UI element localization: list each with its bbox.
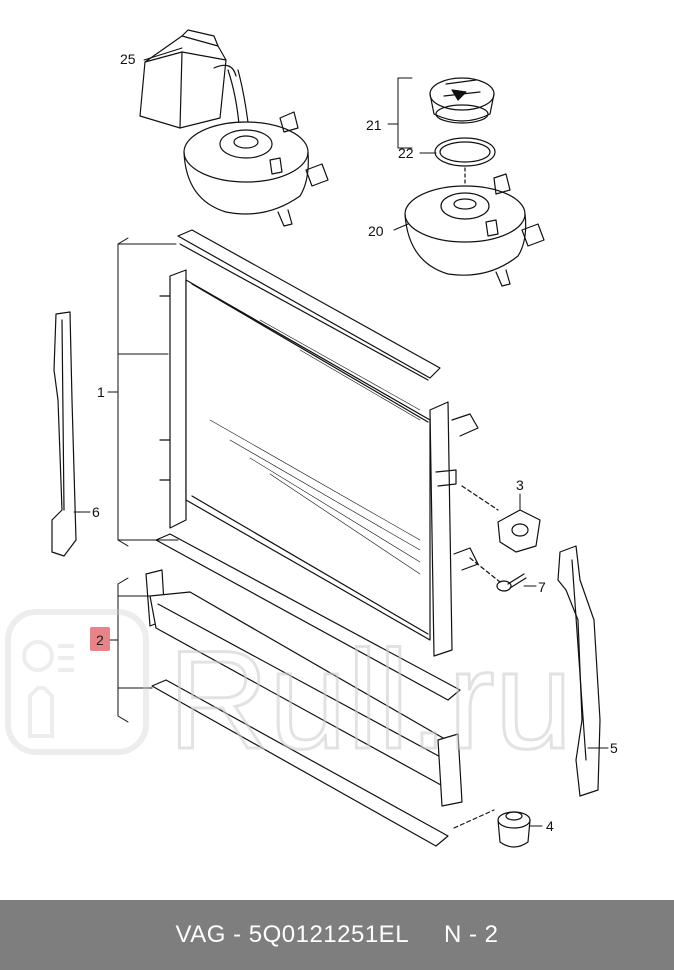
callout-3[interactable]: 3 [516,477,524,493]
callout-25[interactable]: 25 [120,51,136,67]
expansion-tank-illustration-right [404,173,545,287]
callout-4[interactable]: 4 [546,818,554,834]
callout-20[interactable]: 20 [368,223,384,239]
expansion-tank-illustration-upper [183,111,329,227]
coolant-bottle-illustration [139,29,251,141]
left-seal-illustration [51,311,77,557]
screw-illustration [469,557,527,592]
bracket-illustration [461,485,541,553]
leader-lines [73,47,609,827]
callout-5[interactable]: 5 [610,740,618,756]
part-number-caption: VAG - 5Q0121251EL N - 2 [175,921,499,948]
air-guide-illustration [145,533,463,847]
callout-2-highlight [90,627,110,651]
callout-2[interactable]: 2 [96,632,104,648]
callout-1[interactable]: 1 [97,384,105,400]
callout-21[interactable]: 21 [366,117,382,133]
callout-6[interactable]: 6 [92,504,100,520]
footer-bar: VAG - 5Q0121251EL N - 2 [0,900,674,970]
callout-22[interactable]: 22 [398,145,414,161]
rubber-mount-illustration [453,809,531,848]
callout-7[interactable]: 7 [538,579,546,595]
radiator-illustration [159,229,479,657]
seal-ring-illustration [434,137,496,187]
right-seal-illustration [557,545,601,797]
cap-illustration [429,77,495,124]
parts-diagram: 25 21 22 20 1 3 6 7 2 5 4 [51,29,618,848]
